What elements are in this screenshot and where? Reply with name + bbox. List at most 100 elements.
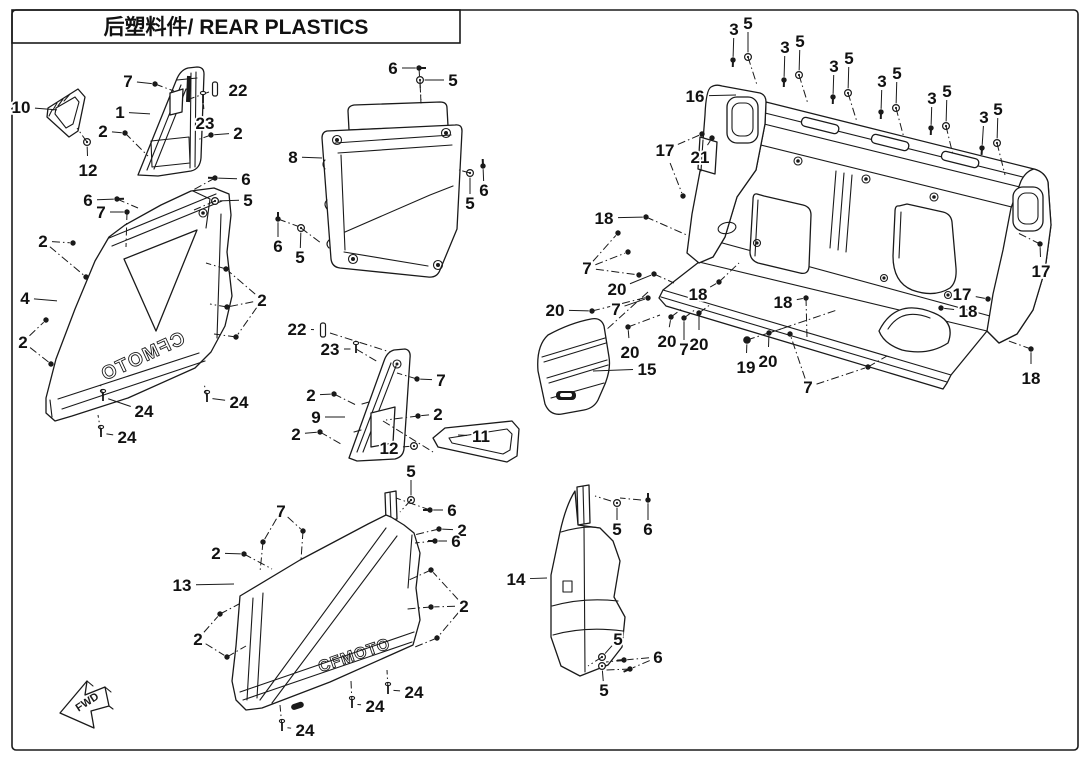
svg-text:18: 18 (1022, 369, 1041, 388)
fwd-indicator: FWD (59, 680, 114, 729)
svg-text:2: 2 (38, 232, 47, 251)
callout-23: 23 (194, 90, 216, 135)
svg-text:6: 6 (451, 532, 460, 551)
svg-text:7: 7 (803, 378, 812, 397)
callout-13: 13 (171, 574, 235, 597)
callout-6: 6 (387, 57, 426, 101)
svg-text:3: 3 (979, 108, 988, 127)
callout-5: 5 (941, 80, 954, 156)
part-10-drawing (46, 88, 86, 138)
svg-text:20: 20 (658, 332, 677, 351)
svg-text:7: 7 (611, 300, 620, 319)
callout-2: 2 (385, 403, 444, 426)
svg-text:2: 2 (18, 333, 27, 352)
svg-text:19: 19 (737, 358, 756, 377)
svg-text:5: 5 (613, 630, 622, 649)
callout-20: 20 (688, 303, 712, 356)
parts-line-art: CFMOTO CFMOTO (45, 66, 1052, 711)
svg-text:22: 22 (288, 320, 307, 339)
svg-text:5: 5 (599, 681, 608, 700)
part-13-drawing: CFMOTO (231, 490, 421, 711)
part-15-drawing (537, 318, 611, 415)
svg-text:17: 17 (656, 141, 675, 160)
svg-text:3: 3 (927, 89, 936, 108)
callout-5: 5 (399, 460, 417, 513)
callout-6: 6 (272, 212, 301, 258)
callout-5: 5 (992, 98, 1006, 176)
callout-24: 24 (278, 704, 317, 742)
svg-text:20: 20 (759, 352, 778, 371)
callout-21: 21 (689, 135, 715, 169)
svg-text:20: 20 (690, 335, 709, 354)
svg-text:6: 6 (643, 520, 652, 539)
svg-text:15: 15 (638, 360, 657, 379)
svg-text:23: 23 (321, 340, 340, 359)
svg-text:5: 5 (743, 14, 752, 33)
svg-text:2: 2 (211, 544, 220, 563)
svg-text:21: 21 (691, 148, 710, 167)
svg-text:18: 18 (595, 209, 614, 228)
part-4-drawing: CFMOTO (45, 187, 233, 422)
svg-text:18: 18 (959, 302, 978, 321)
svg-text:10: 10 (12, 98, 31, 117)
callout-2: 2 (205, 262, 268, 340)
callout-18: 18 (772, 291, 809, 339)
svg-text:7: 7 (679, 340, 688, 359)
callout-2: 2 (210, 542, 273, 570)
callout-2: 2 (290, 423, 342, 446)
svg-text:6: 6 (241, 170, 250, 189)
callout-7: 7 (259, 500, 306, 573)
callout-3: 3 (779, 36, 791, 88)
callout-6: 6 (604, 646, 664, 673)
callout-15: 15 (592, 358, 658, 381)
svg-text:24: 24 (366, 697, 385, 716)
svg-text:17: 17 (953, 285, 972, 304)
svg-text:7: 7 (123, 72, 132, 91)
svg-text:5: 5 (243, 191, 252, 210)
callout-22: 22 (183, 79, 249, 102)
callout-6: 6 (478, 158, 490, 202)
svg-text:24: 24 (230, 393, 249, 412)
callout-9: 9 (310, 406, 345, 429)
svg-text:5: 5 (406, 462, 415, 481)
callout-2: 2 (196, 122, 244, 145)
svg-text:2: 2 (291, 425, 300, 444)
callout-8: 8 (287, 146, 323, 169)
callout-18: 18 (938, 300, 979, 323)
svg-text:23: 23 (196, 114, 215, 133)
callout-6: 6 (619, 493, 654, 541)
callout-3: 3 (728, 18, 740, 68)
svg-text:6: 6 (479, 181, 488, 200)
svg-text:2: 2 (193, 630, 202, 649)
callout-2: 2 (192, 603, 247, 660)
callout-10: 10 (10, 96, 58, 119)
callout-18: 18 (593, 207, 690, 237)
callout-4: 4 (19, 287, 58, 310)
callout-5: 5 (193, 189, 254, 212)
callout-17: 17 (951, 283, 991, 306)
svg-text:17: 17 (1032, 262, 1051, 281)
callout-2: 2 (97, 120, 149, 157)
svg-text:8: 8 (288, 148, 297, 167)
callout-24: 24 (99, 381, 156, 423)
callout-23: 23 (319, 338, 379, 363)
svg-text:2: 2 (457, 521, 466, 540)
svg-text:24: 24 (118, 428, 137, 447)
callout-7: 7 (610, 295, 651, 321)
svg-text:14: 14 (507, 570, 526, 589)
callout-5: 5 (594, 495, 623, 541)
svg-text:6: 6 (447, 501, 456, 520)
svg-text:18: 18 (689, 285, 708, 304)
svg-text:2: 2 (233, 124, 242, 143)
callout-1: 1 (114, 101, 151, 124)
callout-5: 5 (891, 62, 905, 139)
callout-24: 24 (97, 414, 139, 449)
callout-20: 20 (544, 296, 649, 322)
svg-text:4: 4 (20, 289, 30, 308)
callout-6: 6 (82, 189, 139, 212)
svg-text:18: 18 (774, 293, 793, 312)
callout-2: 2 (17, 317, 54, 367)
svg-text:24: 24 (296, 721, 315, 740)
